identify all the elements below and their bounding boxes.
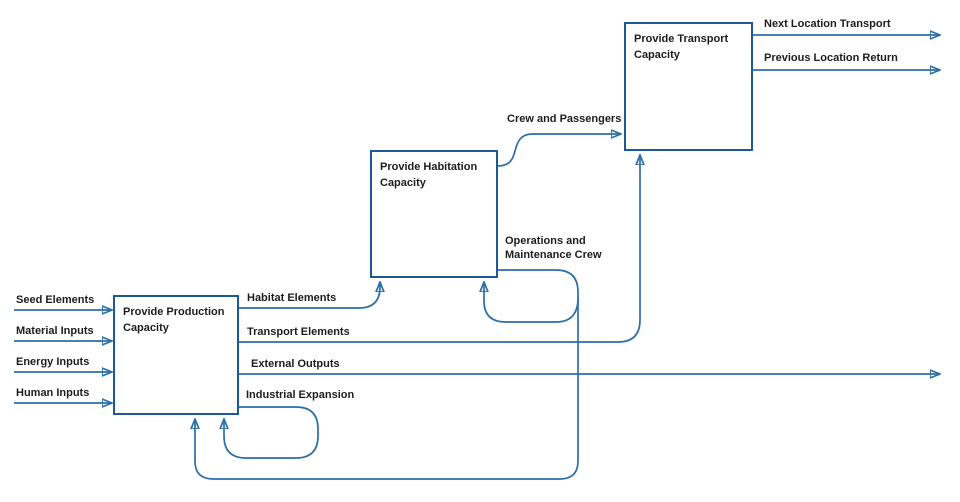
block-provide-habitation-capacity: Provide Habitation Capacity [370, 150, 498, 278]
label-habitat-elements: Habitat Elements [247, 292, 337, 304]
arrow-transport-elements [239, 155, 640, 343]
label-crew-and-passengers: Crew and Passengers [507, 113, 622, 125]
label-seed-elements: Seed Elements [16, 294, 95, 306]
arrow-ops-crew-return-habitation [484, 282, 579, 323]
arrow-crew-and-passengers [497, 134, 621, 167]
block-title: Provide Transport Capacity [634, 33, 729, 61]
label-industrial-expansion: Industrial Expansion [246, 389, 355, 401]
label-external-outputs: External Outputs [251, 358, 340, 370]
block-provide-transport-capacity: Provide Transport Capacity [624, 22, 753, 151]
block-title: Provide Production Capacity [123, 306, 225, 334]
label-human-inputs: Human Inputs [16, 387, 90, 399]
label-transport-elements: Transport Elements [247, 326, 350, 338]
block-title: Provide Habitation Capacity [380, 161, 478, 189]
label-energy-inputs: Energy Inputs [16, 356, 90, 368]
label-material-inputs: Material Inputs [16, 325, 94, 337]
label-next-location-transport: Next Location Transport [764, 18, 891, 30]
block-provide-production-capacity: Provide Production Capacity [113, 295, 239, 415]
arrow-ops-crew-to-production [195, 269, 579, 480]
arrow-habitat-elements [239, 282, 380, 309]
label-operations-maintenance-crew: Operations and Maintenance Crew [505, 235, 602, 261]
arrow-industrial-expansion-loop [224, 406, 319, 459]
label-previous-location-return: Previous Location Return [764, 52, 898, 64]
